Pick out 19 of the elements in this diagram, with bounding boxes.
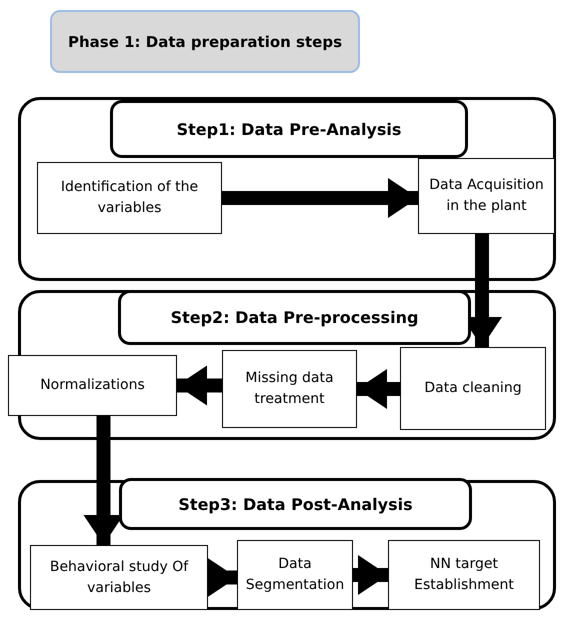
process-box: Data Segmentation <box>237 540 353 610</box>
arrow <box>177 366 222 406</box>
process-box: Missing data treatment <box>222 350 357 428</box>
arrow <box>353 555 388 595</box>
step-panel <box>18 480 556 610</box>
step-header: Step3: Data Post-Analysis <box>119 478 472 530</box>
process-box: Data cleaning <box>400 347 546 430</box>
title-box: Phase 1: Data preparation steps <box>50 10 360 73</box>
arrow <box>222 178 418 218</box>
process-box: Normalizations <box>8 355 177 416</box>
arrow <box>207 558 237 598</box>
step-header: Step1: Data Pre-Analysis <box>110 100 468 158</box>
process-box: Behavioral study Of variables <box>30 545 208 610</box>
step-header: Step2: Data Pre-processing <box>118 290 471 345</box>
process-box: NN target Establishment <box>388 540 540 610</box>
step-panel <box>18 97 556 281</box>
process-box: Identification of the variables <box>37 162 222 234</box>
arrow <box>357 369 400 409</box>
process-box: Data Acquisition in the plant <box>418 158 555 234</box>
